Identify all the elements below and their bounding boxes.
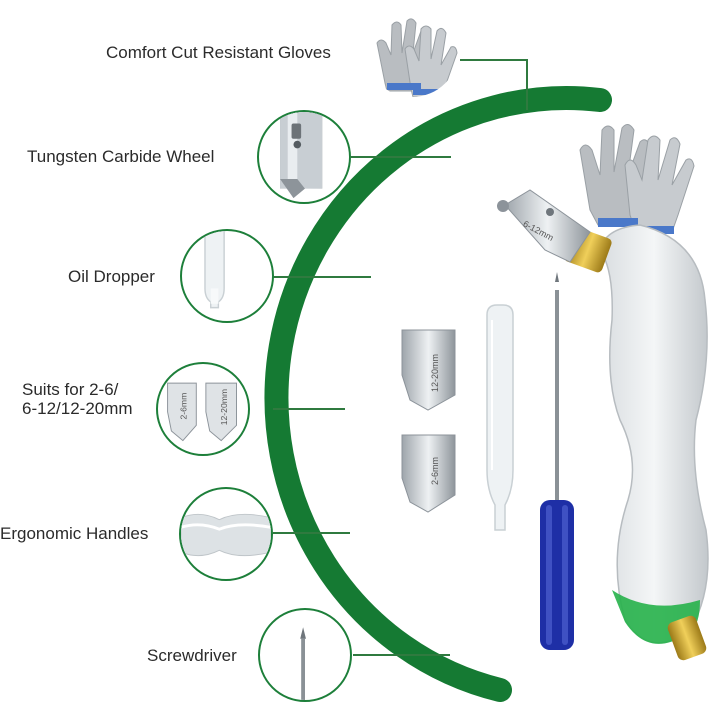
- label-suits-line1: Suits for 2-6/: [22, 380, 119, 399]
- circle-screwdriver: [258, 608, 352, 702]
- label-wheel: Tungsten Carbide Wheel: [27, 147, 215, 166]
- head-large-mark: 12-20mm: [430, 354, 440, 392]
- wheel-thumb: [280, 112, 323, 199]
- label-handles: Ergonomic Handles: [0, 524, 149, 543]
- gloves-thumb: [376, 18, 458, 97]
- circle-wheel: [257, 110, 351, 204]
- handle-thumb: [181, 513, 271, 557]
- circle-handles: [179, 487, 273, 581]
- glass-cutter: 6-12mm: [497, 189, 709, 661]
- circle-gloves: [365, 3, 459, 97]
- head-small-mark: 2-6mm: [430, 457, 440, 485]
- dropper-thumb: [204, 231, 225, 309]
- screwdriver-image: [540, 272, 574, 650]
- screwdriver-thumb: [300, 627, 306, 700]
- label-suits: Suits for 2-6/ 6-12/12-20mm: [22, 380, 133, 418]
- oil-dropper: [486, 304, 514, 531]
- thumb-large-mark: 12-20mm: [219, 389, 229, 425]
- label-screwdriver: Screwdriver: [147, 646, 237, 665]
- heads-thumb: 2-6mm 12-20mm: [167, 382, 237, 442]
- circle-dropper: [180, 229, 274, 323]
- leader-lines: [273, 59, 528, 656]
- replacement-head-large: 12-20mm: [401, 329, 456, 411]
- green-arc: [264, 86, 612, 702]
- replacement-head-small: 2-6mm: [401, 434, 456, 513]
- label-suits-line2: 6-12/12-20mm: [22, 399, 133, 418]
- label-gloves: Comfort Cut Resistant Gloves: [106, 43, 331, 62]
- thumb-small-mark: 2-6mm: [179, 393, 189, 420]
- gloves-image: [579, 124, 695, 234]
- circle-suits: 2-6mm 12-20mm: [156, 362, 250, 456]
- label-dropper: Oil Dropper: [68, 267, 155, 286]
